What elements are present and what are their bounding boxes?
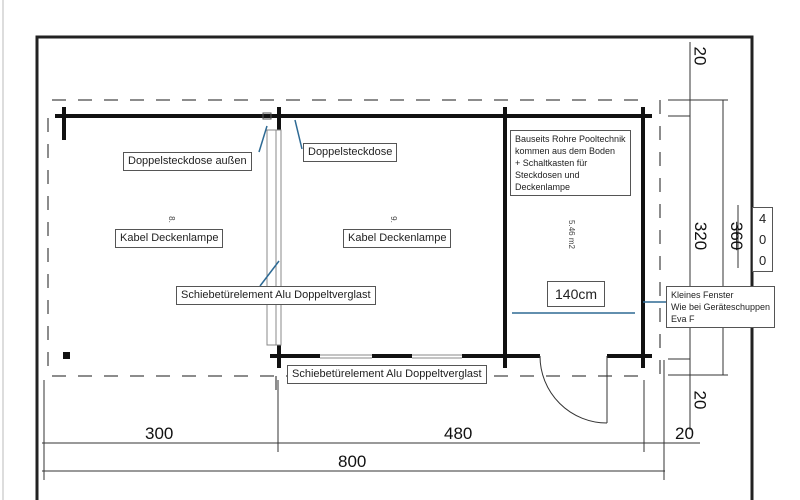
text-line: Deckenlampe [515, 182, 571, 192]
digit: 4 [759, 211, 767, 226]
label-sliding-door-inner: Schiebetürelement Alu Doppeltverglast [176, 286, 376, 305]
text-line: + Schaltkasten für [515, 158, 588, 168]
dim-360-struck: 360 [727, 221, 747, 251]
area-left: 8. [166, 216, 176, 223]
dim-400-box: 4 0 0 [752, 207, 774, 272]
digit: 0 [759, 232, 767, 247]
dim-20-top: 20 [690, 46, 710, 66]
text-line: kommen aus dem Boden [515, 146, 616, 156]
label-lamp-cable-left: Kabel Deckenlampe [115, 229, 224, 248]
text-line: Eva F [671, 314, 695, 324]
label-pool-tech: Bauseits Rohre Pooltechnik kommen aus de… [510, 130, 631, 196]
text-line: Bauseits Rohre Pooltechnik [515, 134, 626, 144]
text-line: Wie bei Geräteschuppen [671, 302, 771, 312]
dim-300: 300 [145, 424, 174, 443]
label-small-window: Kleines Fenster Wie bei Geräteschuppen E… [666, 286, 776, 328]
dimension-lines [42, 42, 739, 480]
text-line: Steckdosen und [515, 170, 580, 180]
text-line: Kleines Fenster [671, 290, 734, 300]
label-socket-outside: Doppelsteckdose außen [123, 152, 252, 171]
dim-20-bottom: 20 [675, 424, 694, 443]
area-mid: 9. [388, 216, 398, 223]
leaders [258, 119, 667, 314]
label-socket: Doppelsteckdose [303, 143, 398, 162]
marker [63, 352, 70, 359]
dim-800: 800 [338, 452, 367, 471]
sliding-door-lines [266, 129, 462, 359]
digit: 0 [759, 253, 767, 268]
dim-20-lower: 20 [690, 390, 710, 410]
area-right: 5.46 m2 [566, 220, 576, 249]
walls [55, 107, 652, 368]
label-width-140: 140cm [547, 281, 606, 307]
door-swing [539, 355, 608, 424]
label-sliding-door-front: Schiebetürelement Alu Doppeltverglast [287, 365, 487, 384]
dim-320: 320 [691, 221, 711, 251]
label-lamp-cable-mid: Kabel Deckenlampe [343, 229, 452, 248]
dim-480: 480 [444, 424, 473, 443]
